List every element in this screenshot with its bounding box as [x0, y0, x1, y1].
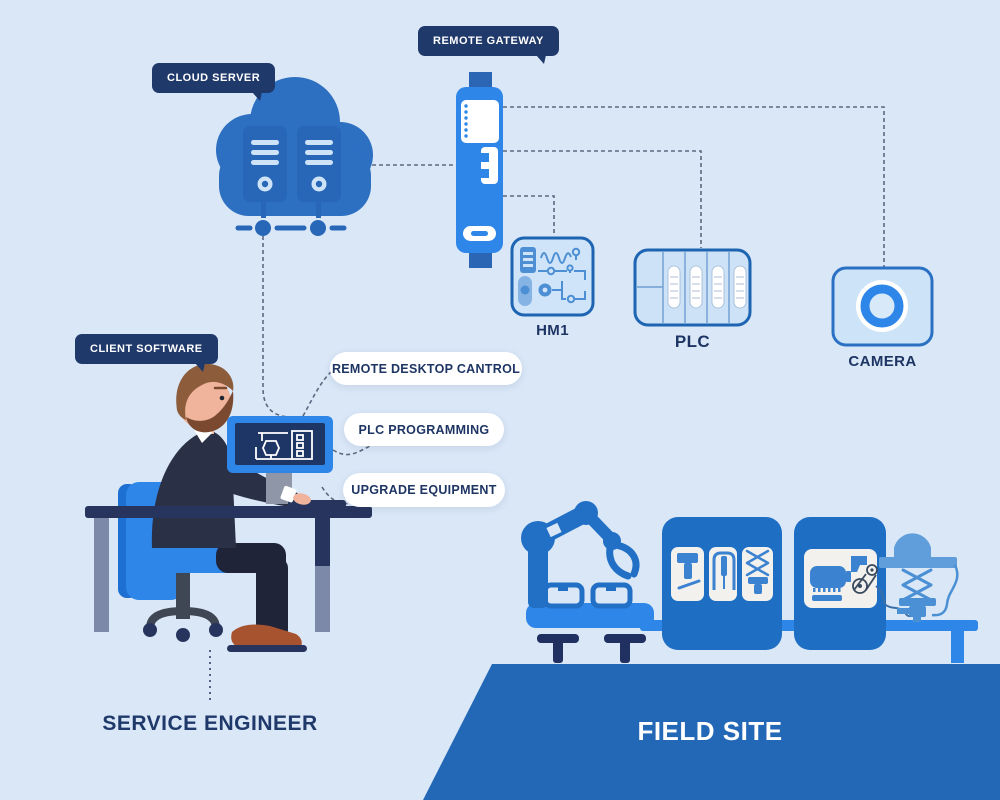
field-site-caption: FIELD SITE [637, 716, 783, 746]
engineer-hand-icon [280, 485, 311, 505]
conveyor-boxes-icon [542, 582, 633, 609]
connector-monitor-plc-programming [332, 445, 371, 456]
connector-gateway-camera [503, 106, 885, 267]
capability-remote-desktop-control: REMOTE DESKTOP CANTROL [330, 352, 522, 385]
plc-device-icon [633, 248, 752, 327]
desk-icon [85, 506, 372, 632]
capability-plc-programming: PLC PROGRAMMING [344, 413, 504, 446]
remote-gateway-tag: REMOTE GATEWAY [418, 26, 559, 64]
monitor-icon [227, 416, 333, 504]
robot-arm-icon [521, 501, 640, 608]
cloud-server-icon [216, 77, 373, 236]
machine-cabinet-1-icon [662, 517, 782, 650]
camera-device-icon [831, 266, 934, 347]
field-site-illustration [423, 501, 1000, 800]
connector-cloud-monitor [262, 236, 291, 418]
service-engineer-caption: SERVICE ENGINEER [102, 712, 318, 735]
connector-monitor-remote-desktop [302, 370, 333, 417]
connector-gateway-hmi [503, 195, 555, 234]
lift-equipment-icon [879, 533, 959, 622]
equipment-wire [875, 585, 912, 618]
cloud-network-nodes [235, 200, 347, 236]
connector-gateway-plc [503, 150, 702, 248]
hmi-device-label: HM1 [536, 322, 569, 339]
workstation-illustration [85, 363, 372, 652]
camera-device-label: CAMERA [848, 353, 917, 370]
plc-device-label: PLC [674, 332, 711, 351]
machine-cabinet-2-icon [794, 517, 886, 650]
capability-upgrade-equipment: UPGRADE EQUIPMENT [343, 473, 505, 507]
remote-gateway-icon [456, 72, 503, 268]
field-site-platform [423, 664, 1000, 800]
cloud-server-tag: CLOUD SERVER [152, 63, 276, 101]
client-software-tag: CLIENT SOFTWARE [75, 334, 218, 372]
hmi-device-icon [510, 236, 595, 317]
